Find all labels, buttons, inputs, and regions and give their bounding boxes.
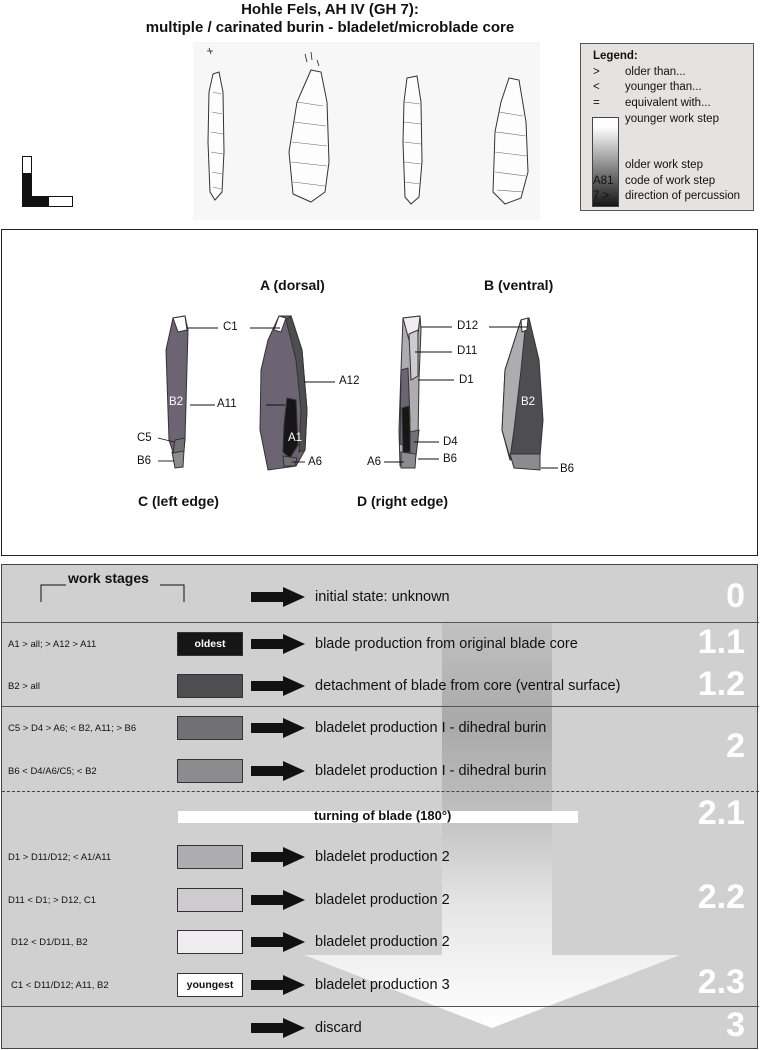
legend-younger-text: younger work step [625, 113, 719, 125]
stage-description: bladelet production 2 [315, 892, 450, 908]
label-b6-right: B6 [443, 453, 458, 465]
dashed-divider [2, 791, 759, 792]
stage-description: discard [315, 1020, 362, 1036]
label-a6-right: A6 [367, 456, 382, 468]
legend-symbol: > [593, 66, 600, 78]
stage-code: C1 < D11/D12; A11, B2 [11, 980, 109, 991]
legend-symbol: < [593, 81, 600, 93]
legend-text: older than... [625, 66, 686, 78]
label-a1: A1 [288, 432, 303, 444]
arrow-icon [251, 1018, 305, 1038]
stage-description: bladelet production 2 [315, 849, 450, 865]
stage-description: blade production from original blade cor… [315, 636, 578, 652]
stage-number: 0 [726, 577, 745, 615]
stage-description: bladelet production 2 [315, 934, 450, 950]
label-b6-ventral: B6 [560, 463, 575, 475]
age-gradient-swatch [592, 117, 619, 207]
arrow-icon [251, 761, 305, 781]
stage-description: bladelet production 3 [315, 977, 450, 993]
work-stages-header: work stages [68, 570, 149, 586]
stage-description: bladelet production I - dihedral burin [315, 720, 547, 736]
stage-swatch [177, 845, 243, 869]
stage-code: C5 > D4 > A6; < B2, A11; > B6 [8, 723, 137, 734]
stage-description: bladelet production I - dihedral burin [315, 763, 547, 779]
label-d4: D4 [443, 436, 458, 448]
sequence-arrow-graphic [178, 622, 680, 1028]
turning-label: turning of blade (180°) [314, 808, 452, 823]
arrow-icon [251, 975, 305, 995]
arrow-icon [251, 847, 305, 867]
view-title-dorsal: A (dorsal) [260, 277, 325, 293]
stage-swatch [177, 759, 243, 783]
stage-code: B6 < D4/A6/C5; < B2 [8, 766, 97, 777]
stage-number: 1.1 [697, 623, 745, 661]
view-title-right-edge: D (right edge) [357, 493, 448, 509]
stage-code: D12 < D1/D11, B2 [11, 937, 88, 948]
work-stages-panel: work stages initial state: unknown A1 > … [1, 564, 759, 1049]
schematic-box: A (dorsal) B (ventral) C (left edge) D (… [1, 229, 758, 556]
arrow-icon [251, 634, 305, 654]
label-b2-left: B2 [169, 396, 184, 408]
legend-text: direction of percussion [625, 190, 741, 202]
label-d12: D12 [457, 320, 479, 332]
stage-number: 2.2 [697, 878, 745, 916]
stage-code: D1 > D11/D12; < A1/A11 [8, 852, 112, 863]
stage-swatch [177, 888, 243, 912]
label-d11: D11 [457, 345, 478, 357]
stage-code: A1 > all; > A12 > A11 [8, 639, 97, 650]
view-title-left-edge: C (left edge) [138, 493, 219, 509]
legend-text: code of work step [625, 175, 716, 187]
figure-title: Hohle Fels, AH IV (GH 7): [241, 1, 419, 18]
arrow-icon [251, 932, 305, 952]
arrow-icon [251, 718, 305, 738]
legend-text: younger than... [625, 81, 702, 93]
label-c5: C5 [137, 432, 152, 444]
legend-text: equivalent with... [625, 97, 711, 109]
stage-number: 2.3 [697, 963, 745, 1001]
arrow-icon [251, 676, 305, 696]
stage-number: 2.1 [697, 794, 745, 832]
stage-swatch-youngest: youngest [177, 973, 243, 997]
stage-description: detachment of blade from core (ventral s… [315, 678, 621, 694]
label-b2-ventral: B2 [521, 396, 536, 408]
arrow-icon [251, 587, 305, 607]
label-d1: D1 [459, 374, 474, 386]
stage-number: 1.2 [697, 665, 745, 703]
arrow-icon [251, 890, 305, 910]
stage-swatch [177, 930, 243, 954]
stage-description: initial state: unknown [315, 589, 450, 605]
stage-swatch [177, 716, 243, 740]
legend-symbol: = [593, 97, 600, 109]
divider [2, 622, 759, 623]
stage-number: 3 [726, 1006, 745, 1044]
view-title-ventral: B (ventral) [484, 277, 554, 293]
legend-box: Legend: > older than... < younger than..… [580, 43, 754, 211]
core-drawings-image [193, 42, 540, 220]
scale-bar [22, 156, 73, 207]
stage-swatch [177, 674, 243, 698]
divider [2, 1006, 759, 1007]
stage-number: 2 [726, 727, 745, 765]
figure-subtitle: multiple / carinated burin - bladelet/mi… [145, 19, 515, 36]
legend-older-text: older work step [625, 159, 703, 171]
stage-code: B2 > all [8, 681, 40, 692]
label-a12: A12 [339, 375, 360, 387]
schematic-drawing [157, 315, 558, 471]
label-b6-left: B6 [137, 455, 152, 467]
legend-title: Legend: [593, 50, 638, 62]
label-c1: C1 [223, 321, 238, 333]
label-a6-dorsal: A6 [308, 456, 323, 468]
divider [2, 706, 759, 707]
label-a11: A11 [217, 398, 237, 410]
work-stages-bracket [40, 584, 185, 602]
legend-symbol: 7 > [593, 190, 610, 202]
stage-swatch-oldest: oldest [177, 632, 243, 656]
legend-symbol: A81 [593, 175, 614, 187]
stage-code: D11 < D1; > D12, C1 [8, 895, 97, 906]
